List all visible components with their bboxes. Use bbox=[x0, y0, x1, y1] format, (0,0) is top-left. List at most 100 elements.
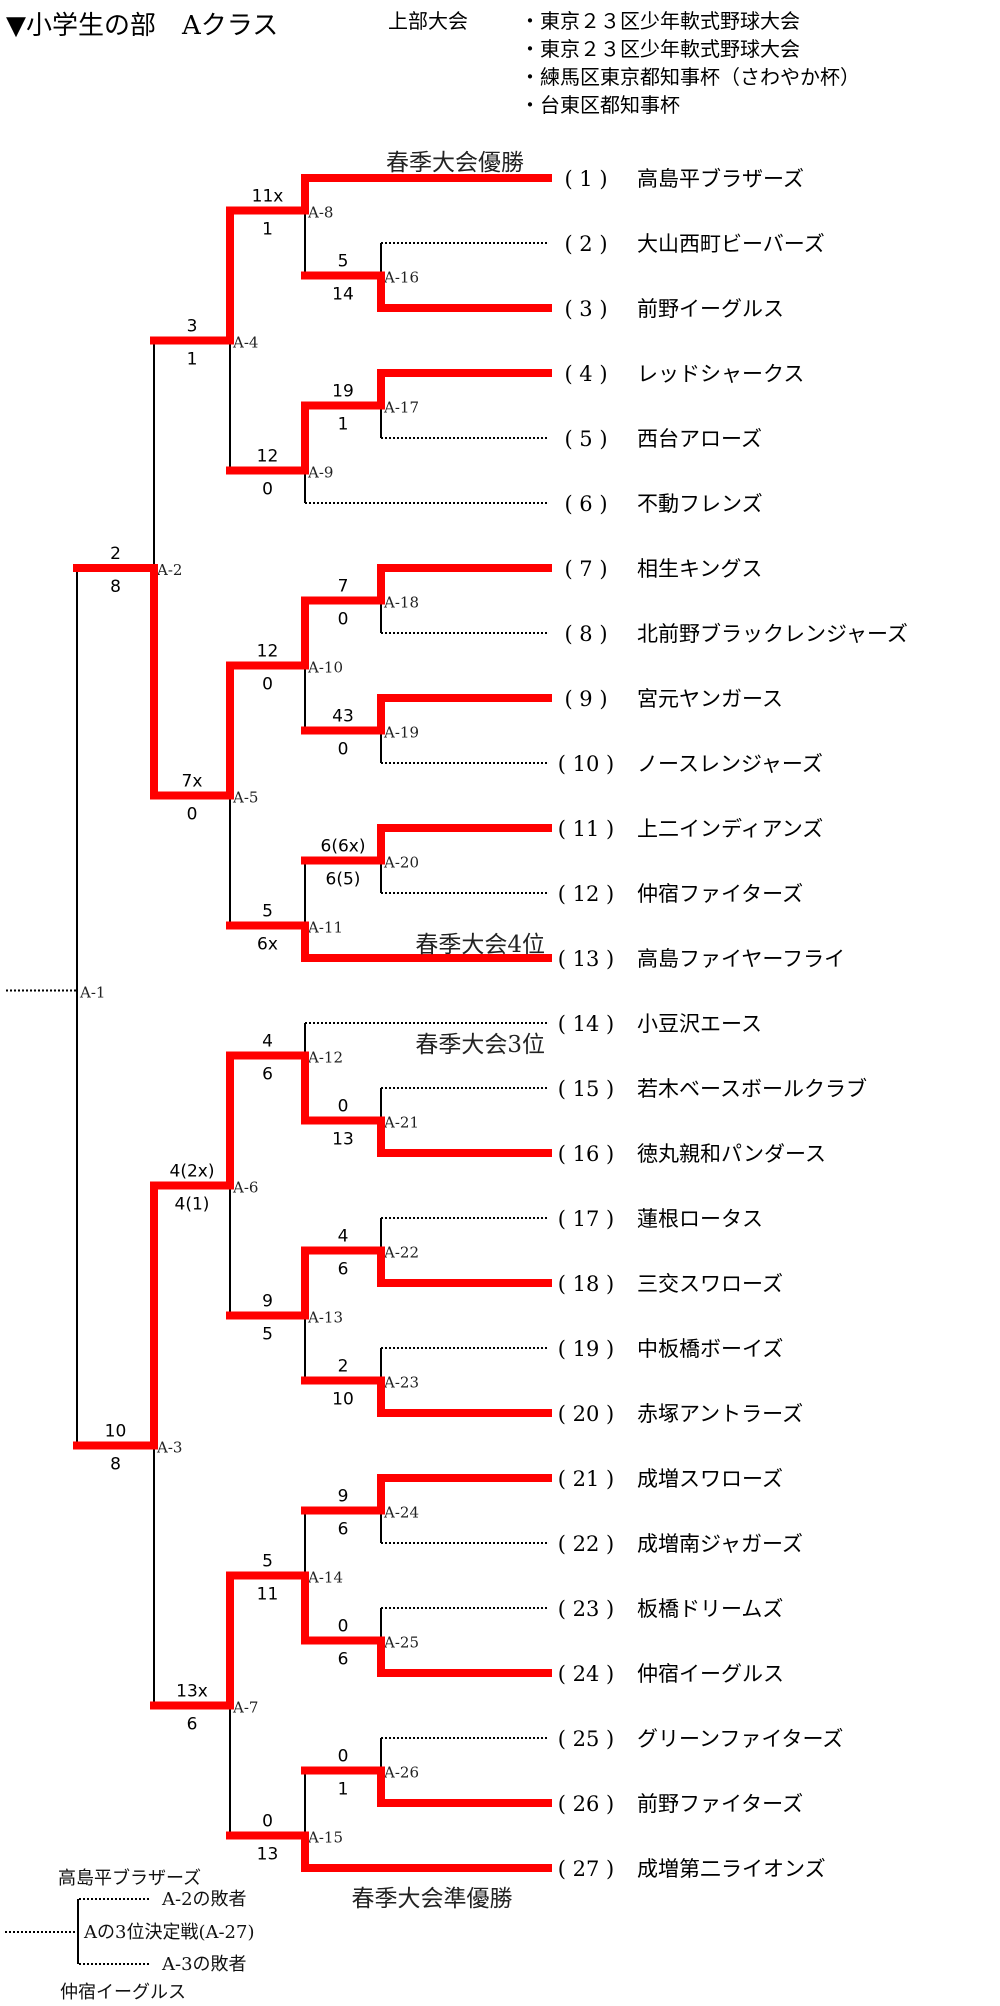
match-label: A-1 bbox=[79, 984, 105, 1002]
team-seed: ( 15 ) bbox=[558, 1077, 614, 1101]
team-seed: ( 14 ) bbox=[558, 1012, 614, 1036]
team-name: 前野ファイターズ bbox=[637, 1792, 803, 1816]
score-top: 0 bbox=[338, 1097, 349, 1117]
score-bottom: 14 bbox=[332, 285, 354, 305]
team-seed: ( 5 ) bbox=[564, 427, 607, 451]
team-name: 宮元ヤンガース bbox=[637, 687, 783, 711]
bracket-lines: A-128A-2108A-331A-47x0A-54(2x)4(1)A-613x… bbox=[6, 174, 552, 1872]
team-seed: ( 17 ) bbox=[558, 1207, 614, 1231]
team-seed: ( 7 ) bbox=[564, 557, 607, 581]
score-top: 11x bbox=[252, 187, 284, 207]
team-name: 不動フレンズ bbox=[637, 492, 763, 516]
remark-champion: 春季大会優勝 bbox=[386, 150, 524, 176]
match-label: A-25 bbox=[383, 1634, 419, 1652]
team-seed: ( 24 ) bbox=[558, 1662, 614, 1686]
score-top: 43 bbox=[332, 707, 354, 727]
score-bottom: 5 bbox=[262, 1325, 273, 1345]
match-label: A-7 bbox=[232, 1699, 258, 1717]
match-label: A-12 bbox=[307, 1049, 343, 1067]
match-label: A-24 bbox=[383, 1504, 419, 1522]
upper-tournament-item: ・東京２３区少年軟式野球大会 bbox=[520, 37, 800, 61]
match-label: A-5 bbox=[232, 789, 258, 807]
header: ▼小学生の部 Aクラス 上部大会 ・東京２３区少年軟式野球大会 ・東京２３区少年… bbox=[6, 9, 860, 117]
team-seed: ( 18 ) bbox=[558, 1272, 614, 1296]
team-name: 中板橋ボーイズ bbox=[637, 1337, 783, 1361]
score-top: 12 bbox=[257, 447, 279, 467]
team-seed: ( 10 ) bbox=[558, 752, 614, 776]
team-seed: ( 20 ) bbox=[558, 1402, 614, 1426]
match-label: A-18 bbox=[383, 594, 419, 612]
team-seed: ( 9 ) bbox=[564, 687, 607, 711]
score-top: 7x bbox=[182, 772, 203, 792]
team-name: レッドシャークス bbox=[637, 362, 804, 386]
team-name: 仲宿ファイターズ bbox=[637, 882, 803, 906]
team-seed: ( 16 ) bbox=[558, 1142, 614, 1166]
score-bottom: 0 bbox=[262, 675, 273, 695]
score-top: 0 bbox=[262, 1812, 273, 1832]
score-bottom: 6 bbox=[262, 1065, 273, 1085]
score-top: 13x bbox=[176, 1682, 208, 1702]
match-label: A-6 bbox=[232, 1179, 258, 1197]
remark-runner-up: 春季大会準優勝 bbox=[352, 1886, 513, 1912]
team-seed: ( 8 ) bbox=[564, 622, 607, 646]
score-top: 2 bbox=[338, 1357, 349, 1377]
team-seed: ( 23 ) bbox=[558, 1597, 614, 1621]
score-bottom: 11 bbox=[257, 1585, 279, 1605]
team-name: 西台アローズ bbox=[637, 427, 762, 451]
team-seed: ( 27 ) bbox=[558, 1857, 614, 1881]
match-label: A-9 bbox=[307, 464, 333, 482]
score-bottom: 1 bbox=[338, 415, 349, 435]
match-label: A-20 bbox=[383, 854, 419, 872]
score-bottom: 6(5) bbox=[326, 870, 361, 890]
team-seed: ( 12 ) bbox=[558, 882, 614, 906]
team-seed: ( 25 ) bbox=[558, 1727, 614, 1751]
score-bottom: 0 bbox=[338, 740, 349, 760]
score-top: 9 bbox=[262, 1292, 273, 1312]
match-label: A-23 bbox=[383, 1374, 419, 1392]
upper-tournament-item: ・東京２３区少年軟式野球大会 bbox=[520, 9, 800, 33]
team-name: 高島ファイヤーフライ bbox=[637, 947, 845, 971]
team-name: 成増第二ライオンズ bbox=[637, 1857, 826, 1881]
remark-third: 春季大会3位 bbox=[415, 1032, 545, 1058]
score-top: 3 bbox=[187, 317, 198, 337]
score-bottom: 1 bbox=[338, 1780, 349, 1800]
score-top: 5 bbox=[262, 1552, 273, 1572]
match-label: A-4 bbox=[232, 334, 258, 352]
team-seed: ( 19 ) bbox=[558, 1337, 614, 1361]
team-name: 前野イーグルス bbox=[637, 297, 784, 321]
team-name: 蓮根ロータス bbox=[637, 1207, 763, 1231]
score-bottom: 0 bbox=[262, 480, 273, 500]
match-label: A-13 bbox=[307, 1309, 343, 1327]
score-bottom: 8 bbox=[110, 577, 121, 597]
score-top: 2 bbox=[110, 544, 121, 564]
team-seed: ( 22 ) bbox=[558, 1532, 614, 1556]
match-label: A-14 bbox=[307, 1569, 343, 1587]
score-bottom: 13 bbox=[257, 1845, 279, 1865]
team-list: ( 1 )高島平ブラザーズ( 2 )大山西町ビーバーズ( 3 )前野イーグルス(… bbox=[558, 167, 908, 1881]
score-top: 4 bbox=[262, 1032, 273, 1052]
team-name: 成増南ジャガーズ bbox=[637, 1532, 803, 1556]
score-top: 5 bbox=[338, 252, 349, 272]
match-label: A-26 bbox=[383, 1764, 419, 1782]
score-top: 10 bbox=[105, 1422, 127, 1442]
match-label: A-17 bbox=[383, 399, 419, 417]
team-name: 相生キングス bbox=[637, 557, 762, 581]
score-top: 6(6x) bbox=[321, 837, 366, 857]
match-label: A-2 bbox=[156, 561, 182, 579]
team-seed: ( 13 ) bbox=[558, 947, 614, 971]
team-name: 仲宿イーグルス bbox=[637, 1662, 784, 1686]
team-name: 小豆沢エース bbox=[637, 1012, 762, 1036]
team-seed: ( 11 ) bbox=[558, 817, 614, 841]
score-bottom: 8 bbox=[110, 1455, 121, 1475]
score-bottom: 4(1) bbox=[175, 1195, 210, 1215]
score-top: 19 bbox=[332, 382, 354, 402]
team-name: 赤塚アントラーズ bbox=[637, 1402, 803, 1426]
team-name: 北前野ブラックレンジャーズ bbox=[637, 622, 908, 646]
team-seed: ( 26 ) bbox=[558, 1792, 614, 1816]
team-seed: ( 1 ) bbox=[564, 167, 607, 191]
score-bottom: 6x bbox=[257, 935, 278, 955]
score-top: 9 bbox=[338, 1487, 349, 1507]
score-bottom: 6 bbox=[338, 1260, 349, 1280]
score-top: 5 bbox=[262, 902, 273, 922]
upper-tournament-item: ・練馬区東京都知事杯（さわやか杯） bbox=[520, 65, 860, 89]
